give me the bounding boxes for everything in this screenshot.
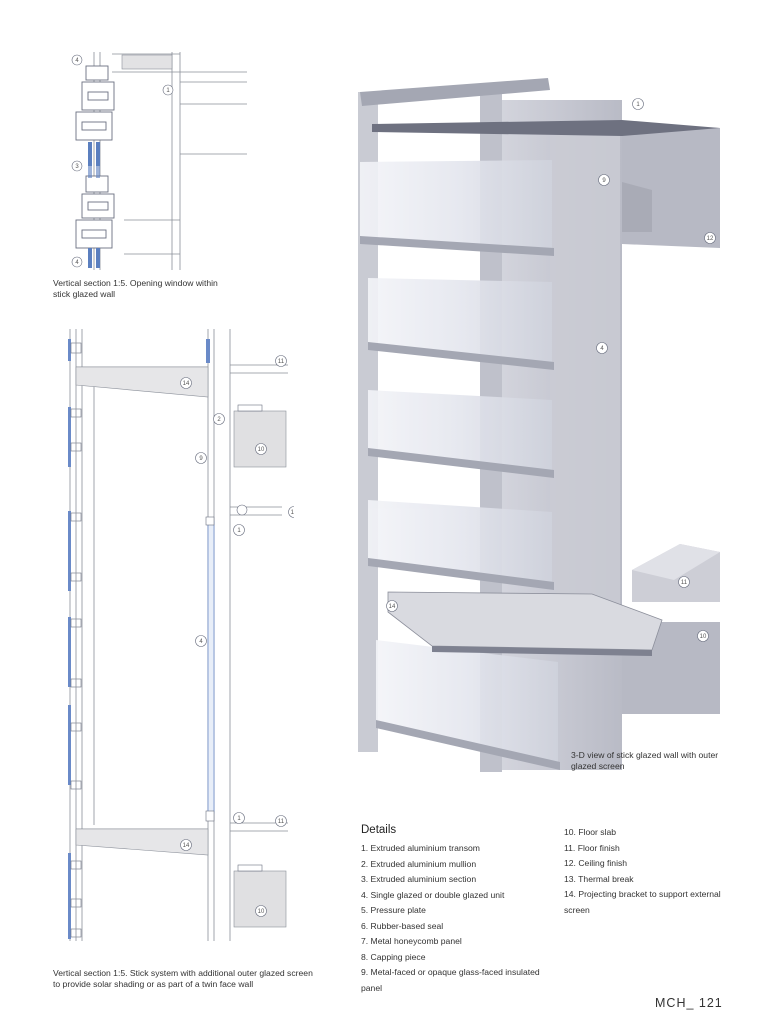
3d-view-caption: 3-D view of stick glazed wall with outer… xyxy=(571,750,719,771)
svg-text:1: 1 xyxy=(237,816,241,822)
svg-text:14: 14 xyxy=(389,604,396,610)
details-item-8: 8. Capping piece xyxy=(361,951,426,962)
details-heading: Details xyxy=(361,824,397,836)
svg-text:4: 4 xyxy=(199,639,203,645)
svg-text:12: 12 xyxy=(291,510,294,516)
svg-text:12: 12 xyxy=(707,236,714,242)
svg-text:2: 2 xyxy=(217,417,221,423)
details-item-6: 6. Rubber-based seal xyxy=(361,920,444,931)
svg-text:4: 4 xyxy=(600,346,604,352)
details-item-1: 1. Extruded aluminium transom xyxy=(361,843,480,853)
svg-text:4: 4 xyxy=(75,58,79,64)
details-list-right: 10. Floor slab 11. Floor finish 12. Ceil… xyxy=(564,825,724,918)
details-item-2: 2. Extruded aluminium mullion xyxy=(361,858,477,869)
svg-text:14: 14 xyxy=(183,843,190,849)
svg-text:9: 9 xyxy=(199,456,203,462)
svg-text:11: 11 xyxy=(681,580,688,586)
svg-text:1: 1 xyxy=(166,88,170,94)
section-stick-system-caption: Vertical section 1:5. Stick system with … xyxy=(53,968,313,989)
section-opening-window-drawing: 4 1 3 4 xyxy=(71,52,247,270)
svg-text:1: 1 xyxy=(636,102,640,108)
svg-text:3: 3 xyxy=(75,164,79,170)
details-item-13: 13. Thermal break xyxy=(564,873,634,884)
svg-text:11: 11 xyxy=(278,819,285,825)
details-item-4: 4. Single glazed or double glazed unit xyxy=(361,889,505,900)
svg-text:11: 11 xyxy=(278,359,285,365)
stick-glazed-wall-3d-render: 1 9 12 4 11 14 10 xyxy=(358,78,720,772)
svg-text:10: 10 xyxy=(258,447,265,453)
svg-text:14: 14 xyxy=(183,381,190,387)
details-item-7: 7. Metal honeycomb panel xyxy=(361,936,462,946)
section-opening-window-caption: Vertical section 1:5. Opening window wit… xyxy=(53,278,218,299)
svg-text:9: 9 xyxy=(602,178,606,184)
details-item-14: 14. Projecting bracket to support extern… xyxy=(564,889,721,915)
details-list-left: 1. Extruded aluminium transom 2. Extrude… xyxy=(361,841,551,996)
svg-text:10: 10 xyxy=(258,909,265,915)
details-item-3: 3. Extruded aluminium section xyxy=(361,874,477,884)
svg-text:1: 1 xyxy=(237,528,241,534)
details-item-9: 9. Metal-faced or opaque glass-faced ins… xyxy=(361,967,540,993)
page-folio: MCH_ 121 xyxy=(655,996,723,1010)
details-item-10: 10. Floor slab xyxy=(564,827,617,837)
details-item-11: 11. Floor finish xyxy=(564,842,620,853)
details-item-5: 5. Pressure plate xyxy=(361,905,426,915)
svg-text:4: 4 xyxy=(75,260,79,266)
details-item-12: 12. Ceiling finish xyxy=(564,858,628,868)
svg-text:10: 10 xyxy=(700,634,707,640)
